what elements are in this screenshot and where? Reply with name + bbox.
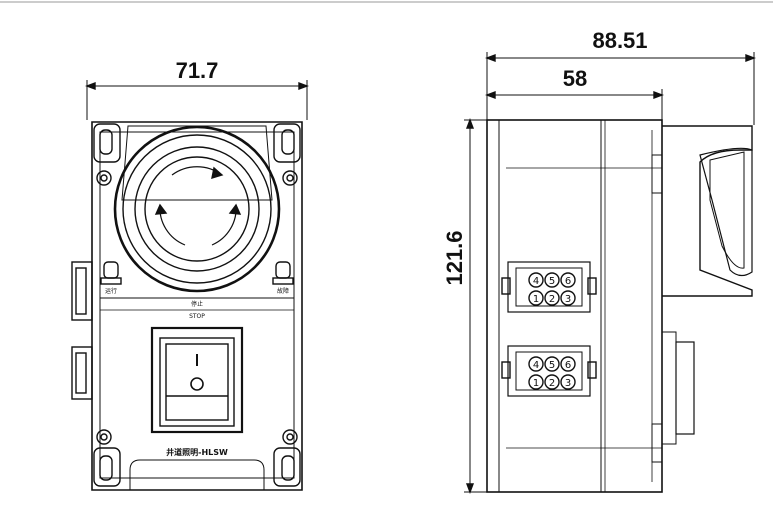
pin-label: 6 — [565, 276, 571, 287]
side-body-width-label: 58 — [563, 66, 587, 91]
side-body-width-dimension — [485, 89, 664, 120]
pin-label: 4 — [533, 276, 539, 287]
mounting-holes — [93, 123, 301, 487]
pin-label: 3 — [565, 378, 571, 389]
fault-label: 故障 — [277, 287, 289, 295]
height-dimension — [464, 118, 487, 494]
height-label: 121.6 — [442, 230, 467, 285]
side-total-width-dimension — [485, 52, 756, 125]
screws — [96, 170, 298, 445]
side-view — [464, 52, 756, 494]
stop-sub-label: STOP — [189, 313, 205, 320]
side-tabs — [71, 261, 93, 400]
indicator-right — [272, 261, 294, 285]
rocker-switch-side — [661, 331, 695, 445]
emergency-stop-button — [113, 125, 281, 293]
connector-top — [501, 261, 597, 313]
pin-label: 6 — [565, 360, 571, 371]
pin-label: 2 — [549, 378, 555, 389]
model-label: 井道照明-HLSW — [166, 447, 228, 457]
housing-inner — [99, 131, 295, 479]
front-width-dimension — [85, 80, 309, 120]
indicator-left — [100, 261, 122, 285]
pin-label: 5 — [549, 276, 555, 287]
run-label: 运行 — [105, 287, 117, 295]
stop-label: 停止 — [191, 300, 203, 308]
estop-side-profile — [662, 125, 753, 297]
front-width-label: 71.7 — [176, 58, 219, 83]
pin-label: 5 — [549, 360, 555, 371]
rocker-switch — [150, 326, 244, 434]
pin-label: 1 — [533, 294, 539, 305]
side-total-width-label: 88.51 — [592, 28, 647, 53]
pin-label: 4 — [533, 360, 539, 371]
pin-label: 2 — [549, 294, 555, 305]
pin-label: 1 — [533, 378, 539, 389]
side-body — [486, 119, 663, 493]
front-view: 71.7 — [71, 58, 309, 491]
pin-label: 3 — [565, 294, 571, 305]
connector-bottom — [501, 345, 597, 397]
